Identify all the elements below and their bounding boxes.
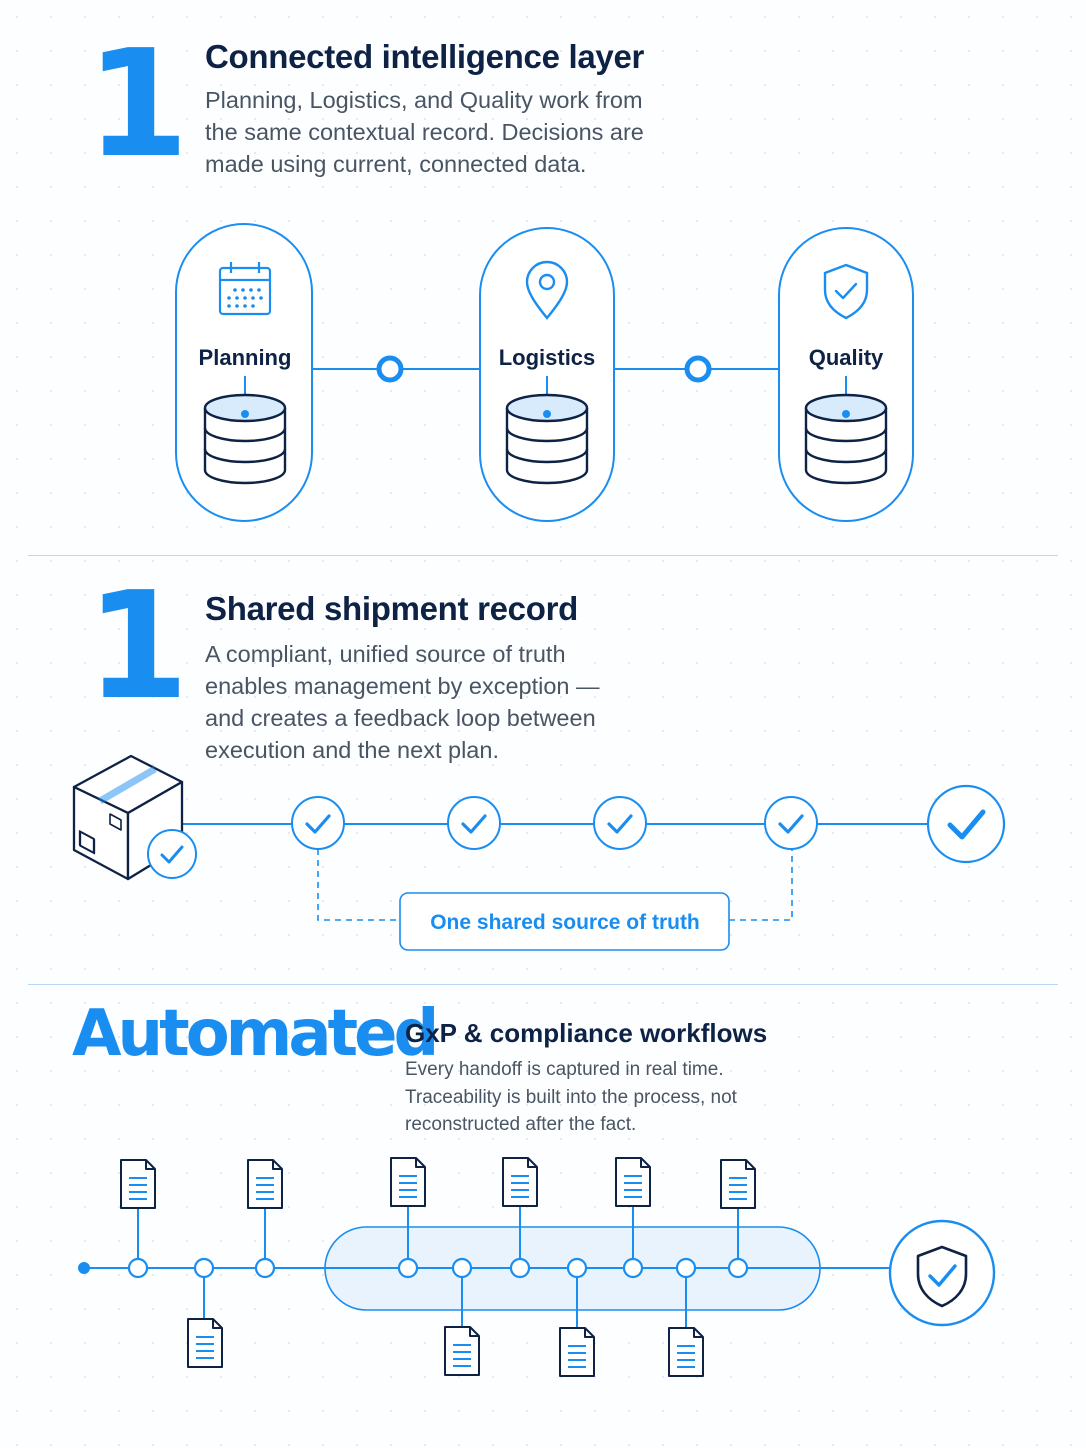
truth-label-box	[399, 892, 730, 951]
compliance-shield-icon	[888, 1219, 996, 1327]
document-icon	[444, 1326, 480, 1376]
section3-description: Every handoff is captured in real time. …	[405, 1059, 737, 1135]
document-icon	[615, 1157, 651, 1207]
handoff-node	[451, 1257, 473, 1279]
section-divider	[28, 555, 1058, 556]
checkpoint-check-icon	[447, 796, 501, 850]
handoff-node	[566, 1257, 588, 1279]
section2-description: A compliant, unified source of truth ena…	[205, 641, 600, 763]
section1-title: Connected intelligence layer	[205, 38, 645, 75]
checkpoint-check-icon	[593, 796, 647, 850]
check-circle-icon	[147, 829, 197, 879]
document-icon	[187, 1318, 223, 1368]
handoff-node	[622, 1257, 644, 1279]
section1-description: Planning, Logistics, and Quality work fr…	[205, 87, 644, 177]
handoff-node	[193, 1257, 215, 1279]
handoff-node	[509, 1257, 531, 1279]
section2-number: 1	[86, 560, 189, 732]
automated-headline: Automated	[72, 997, 439, 1071]
handoff-node	[675, 1257, 697, 1279]
connected-intelligence-diagram: Planning Logistics Quality	[175, 223, 914, 522]
quality-node: Quality	[778, 227, 914, 522]
section3-title: GxP & compliance workflows	[405, 1018, 768, 1048]
start-dot	[78, 1262, 90, 1274]
section-divider	[28, 984, 1058, 985]
logistics-label: Logistics	[499, 345, 596, 370]
logistics-node: Logistics	[479, 227, 615, 522]
connector-node	[684, 355, 712, 383]
section1-number: 1	[86, 18, 189, 190]
document-icon	[559, 1327, 595, 1377]
handoff-node	[397, 1257, 419, 1279]
document-icon	[668, 1327, 704, 1377]
document-icon	[502, 1157, 538, 1207]
planning-node: Planning	[175, 223, 313, 522]
feedback-loop-dashed	[317, 849, 793, 921]
planning-label: Planning	[199, 345, 292, 370]
document-icon	[120, 1159, 156, 1209]
handoff-node	[254, 1257, 276, 1279]
quality-label: Quality	[809, 345, 884, 370]
document-icon	[247, 1159, 283, 1209]
shield-check-icon	[823, 263, 869, 320]
location-pin-icon	[525, 260, 569, 320]
section2-title: Shared shipment record	[205, 590, 578, 627]
document-icon	[390, 1157, 426, 1207]
document-icon	[720, 1159, 756, 1209]
final-check-icon	[926, 784, 1006, 864]
handoff-node	[127, 1257, 149, 1279]
handoff-node	[727, 1257, 749, 1279]
calendar-icon	[218, 262, 272, 316]
package-box-icon	[72, 754, 184, 881]
connector-node	[376, 355, 404, 383]
checkpoint-check-icon	[764, 796, 818, 850]
shipment-record-diagram: One shared source of truth	[72, 754, 1006, 951]
truth-label: One shared source of truth	[430, 911, 700, 934]
